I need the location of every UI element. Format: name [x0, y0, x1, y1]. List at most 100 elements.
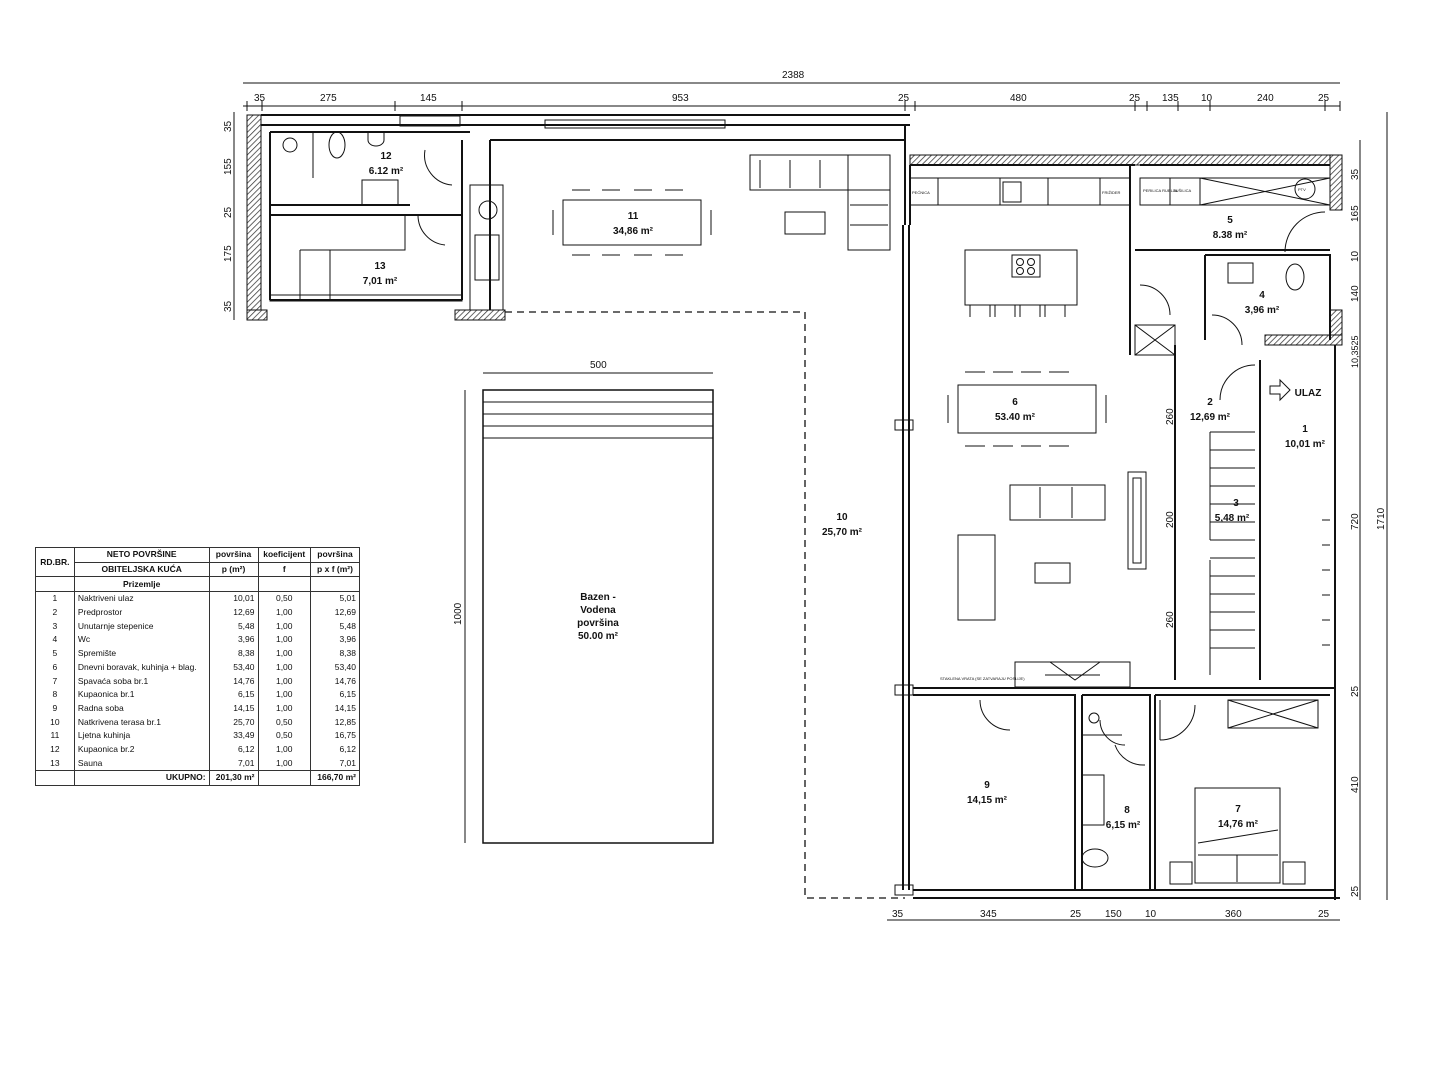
ptv-label: PTV	[1298, 187, 1306, 192]
row-area: 12,69	[208, 605, 259, 620]
header-neto: NETO POVRŠINE	[73, 547, 210, 563]
row-name: Sauna	[73, 756, 210, 771]
row-name: Dnevni boravak, kuhinja + blag.	[73, 660, 210, 675]
row-area: 3,96	[208, 633, 259, 647]
row-number: 3	[35, 619, 75, 634]
room-number: 9	[984, 780, 990, 791]
total-p: 201,30 m²	[208, 770, 259, 786]
bedroom-furniture: STAKLENA VRATA (SE ZATVARAJU POSLIJE)	[940, 676, 1319, 885]
row-number: 7	[35, 674, 75, 688]
pool-width-dim: 500	[590, 360, 607, 371]
row-weighted: 12,69	[310, 605, 360, 620]
room-labels: 1 10,01 m² 2 12,69 m² 3 5,48 m² 4 3,96 m…	[363, 151, 1326, 831]
svg-text:155: 155	[223, 158, 234, 175]
header-pf: p x f (m²)	[310, 562, 360, 578]
row-area: 14,15	[208, 701, 259, 716]
row-weighted: 53,40	[310, 660, 360, 675]
area-table: RD.BR. NETO POVRŠINE površina koeficijen…	[35, 547, 360, 786]
svg-text:25: 25	[1318, 93, 1330, 104]
row-coef: 1,00	[257, 619, 311, 634]
row-number: 9	[35, 701, 75, 716]
room-area: 25,70 m²	[822, 527, 863, 538]
row-weighted: 14,76	[310, 674, 360, 688]
svg-text:345: 345	[980, 909, 997, 920]
row-coef: 0,50	[257, 715, 311, 729]
total-pf: 166,70 m²	[310, 770, 360, 786]
svg-text:35: 35	[892, 909, 904, 920]
svg-text:150: 150	[1105, 909, 1122, 920]
row-area: 6,12	[208, 742, 259, 757]
row-area: 8,38	[208, 646, 259, 661]
row-weighted: 6,12	[310, 742, 360, 757]
row-area: 6,15	[208, 687, 259, 702]
row-number: 8	[35, 687, 75, 702]
row-area: 5,48	[208, 619, 259, 634]
svg-text:1710: 1710	[1376, 507, 1387, 530]
row-coef: 1,00	[257, 687, 311, 702]
svg-text:135: 135	[1162, 93, 1179, 104]
room-number: 5	[1227, 215, 1233, 226]
header-area: površina	[208, 547, 259, 563]
row-name: Kupaonica br.2	[73, 742, 210, 757]
row-number: 10	[35, 715, 75, 729]
room-area: 7,01 m²	[363, 276, 398, 287]
svg-text:35: 35	[254, 93, 266, 104]
row-area: 33,49	[208, 728, 259, 743]
row-coef: 1,00	[257, 742, 311, 757]
header-p: p (m²)	[208, 562, 259, 578]
header-house: OBITELJSKA KUĆA	[73, 562, 210, 578]
terrace-outline	[505, 311, 905, 899]
row-coef: 1,00	[257, 646, 311, 661]
row-number: 5	[35, 646, 75, 661]
row-area: 14,76	[208, 674, 259, 688]
svg-text:720: 720	[1350, 513, 1361, 530]
svg-text:145: 145	[420, 93, 437, 104]
header-f: f	[257, 562, 311, 578]
room-area: 53.40 m²	[995, 412, 1036, 423]
svg-text:410: 410	[1350, 776, 1361, 793]
svg-text:25: 25	[1129, 93, 1141, 104]
dim-total: 2388	[782, 70, 805, 81]
main-walls	[894, 125, 1343, 900]
row-weighted: 16,75	[310, 728, 360, 743]
row-weighted: 7,01	[310, 756, 360, 771]
row-coef: 0,50	[257, 728, 311, 743]
room-number: 1	[1302, 424, 1308, 435]
stairs: ULAZ	[1209, 364, 1330, 675]
svg-text:25: 25	[1350, 885, 1361, 897]
row-number: 4	[35, 633, 75, 647]
dimensions: 2388 35 275 145 953 25 480 25 135 10 240…	[223, 70, 1388, 921]
row-coef: 1,00	[257, 756, 311, 771]
room-number: 2	[1207, 397, 1213, 408]
svg-text:25: 25	[1070, 909, 1082, 920]
room-area: 6,15 m²	[1106, 820, 1141, 831]
room-number: 6	[1012, 397, 1018, 408]
row-coef: 1,00	[257, 674, 311, 688]
row-name: Ljetna kuhinja	[73, 728, 210, 743]
pool-label: Vodena	[580, 605, 616, 616]
row-number: 6	[35, 660, 75, 675]
appliance-label: PEĆNICA	[912, 190, 930, 195]
pool: Bazen - Vodena površina 50.00 m² 500 100…	[453, 360, 714, 844]
room-area: 10,01 m²	[1285, 439, 1326, 450]
sliding-door-note: STAKLENA VRATA (SE ZATVARAJU POSLIJE)	[940, 676, 1025, 681]
pool-label: površina	[577, 618, 619, 629]
section-label: Prizemlje	[73, 576, 210, 593]
row-weighted: 12,85	[310, 715, 360, 729]
svg-text:240: 240	[1257, 93, 1274, 104]
svg-text:25: 25	[898, 93, 910, 104]
row-coef: 1,00	[257, 633, 311, 647]
row-number: 12	[35, 742, 75, 757]
row-number: 1	[35, 591, 75, 606]
svg-text:10: 10	[1145, 909, 1157, 920]
header-area2: površina	[310, 547, 360, 563]
row-coef: 0,50	[257, 591, 311, 606]
room-number: 3	[1233, 498, 1239, 509]
